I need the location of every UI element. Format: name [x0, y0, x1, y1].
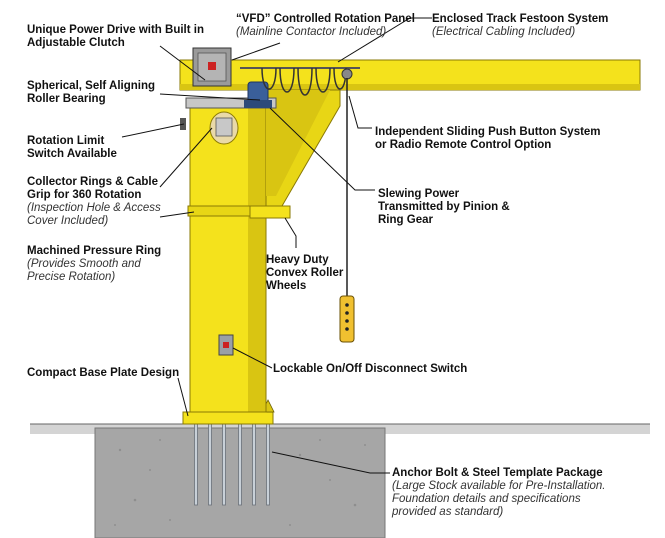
label-pressure-ring-sub1: (Provides Smooth and	[27, 258, 141, 270]
pendant-buttons	[345, 303, 349, 331]
label-push-button: Independent Sliding Push Button System o…	[375, 126, 601, 152]
vfd-panel-indicator	[208, 62, 216, 70]
roller-wheel-arm	[249, 205, 291, 219]
label-pressure-ring-title: Machined Pressure Ring	[27, 245, 162, 257]
label-roller-wheels: Heavy Duty Convex Roller Wheels	[266, 254, 343, 293]
base-plate	[182, 411, 274, 425]
label-festoon: Enclosed Track Festoon System (Electrica…	[432, 13, 608, 39]
label-collector-rings: Collector Rings & Cable Grip for 360 Rot…	[27, 176, 161, 228]
label-anchor-bolt: Anchor Bolt & Steel Template Package (La…	[392, 467, 606, 519]
label-anchor-bolt-sub2: Foundation details and specifications	[392, 493, 581, 505]
label-power-drive-line1: Unique Power Drive with Built in	[27, 24, 204, 36]
label-disconnect: Lockable On/Off Disconnect Switch	[273, 363, 467, 376]
jib-bracket-side	[266, 90, 330, 196]
drive-gearbox	[244, 100, 272, 108]
label-anchor-bolt-title: Anchor Bolt & Steel Template Package	[392, 467, 603, 479]
anchor-bolts	[194, 412, 270, 505]
label-anchor-bolt-sub3: provided as standard)	[392, 506, 504, 518]
pendant-control	[339, 295, 355, 343]
label-festoon-title: Enclosed Track Festoon System	[432, 13, 609, 25]
label-roller-wheels-line2: Convex Roller	[266, 267, 344, 279]
collector-rings	[215, 117, 233, 137]
jib-boom-shadow	[180, 84, 640, 90]
mast-shadow	[248, 108, 266, 412]
festoon-cable-loops	[261, 67, 347, 96]
leader-lines	[121, 17, 432, 474]
label-collector-rings-line1: Collector Rings & Cable	[27, 176, 158, 188]
label-collector-rings-line2: Grip for 360 Rotation	[27, 189, 142, 201]
label-rotation-limit: Rotation Limit Switch Available	[27, 135, 117, 161]
label-slewing-line3: Ring Gear	[378, 214, 433, 226]
label-pressure-ring-sub2: Precise Rotation)	[27, 271, 116, 283]
label-slewing-line1: Slewing Power	[378, 188, 460, 200]
label-vfd-panel-title: “VFD” Controlled Rotation Panel	[236, 13, 415, 25]
concrete-texture	[114, 439, 366, 526]
disconnect-switch-handle	[223, 342, 229, 348]
label-power-drive-line2: Adjustable Clutch	[27, 37, 125, 49]
label-rotation-limit-line1: Rotation Limit	[27, 135, 105, 147]
label-vfd-panel-sub: (Mainline Contactor Included)	[236, 26, 387, 38]
label-roller-wheels-line3: Wheels	[266, 280, 307, 292]
label-bearing-line2: Roller Bearing	[27, 93, 106, 105]
label-bearing: Spherical, Self Aligning Roller Bearing	[27, 80, 155, 106]
label-base-plate: Compact Base Plate Design	[27, 367, 179, 380]
label-roller-wheels-line1: Heavy Duty	[266, 254, 329, 266]
label-power-drive: Unique Power Drive with Built in Adjusta…	[27, 24, 204, 50]
label-push-button-line2: or Radio Remote Control Option	[375, 139, 552, 151]
label-pressure-ring: Machined Pressure Ring (Provides Smooth …	[27, 245, 161, 284]
festoon-trolley	[341, 68, 353, 80]
label-anchor-bolt-sub1: (Large Stock available for Pre-Installat…	[392, 480, 606, 492]
label-push-button-line1: Independent Sliding Push Button System	[375, 126, 601, 138]
label-festoon-sub: (Electrical Cabling Included)	[432, 26, 576, 38]
label-bearing-line1: Spherical, Self Aligning	[27, 80, 156, 92]
label-slewing: Slewing Power Transmitted by Pinion & Ri…	[378, 188, 510, 227]
label-vfd-panel: “VFD” Controlled Rotation Panel (Mainlin…	[236, 13, 415, 39]
label-collector-rings-sub1: (Inspection Hole & Access	[27, 202, 161, 214]
label-disconnect-title: Lockable On/Off Disconnect Switch	[273, 363, 468, 375]
label-collector-rings-sub2: Cover Included)	[27, 215, 109, 227]
label-slewing-line2: Transmitted by Pinion &	[378, 201, 510, 213]
label-rotation-limit-line2: Switch Available	[27, 148, 117, 160]
label-base-plate-title: Compact Base Plate Design	[27, 367, 180, 379]
